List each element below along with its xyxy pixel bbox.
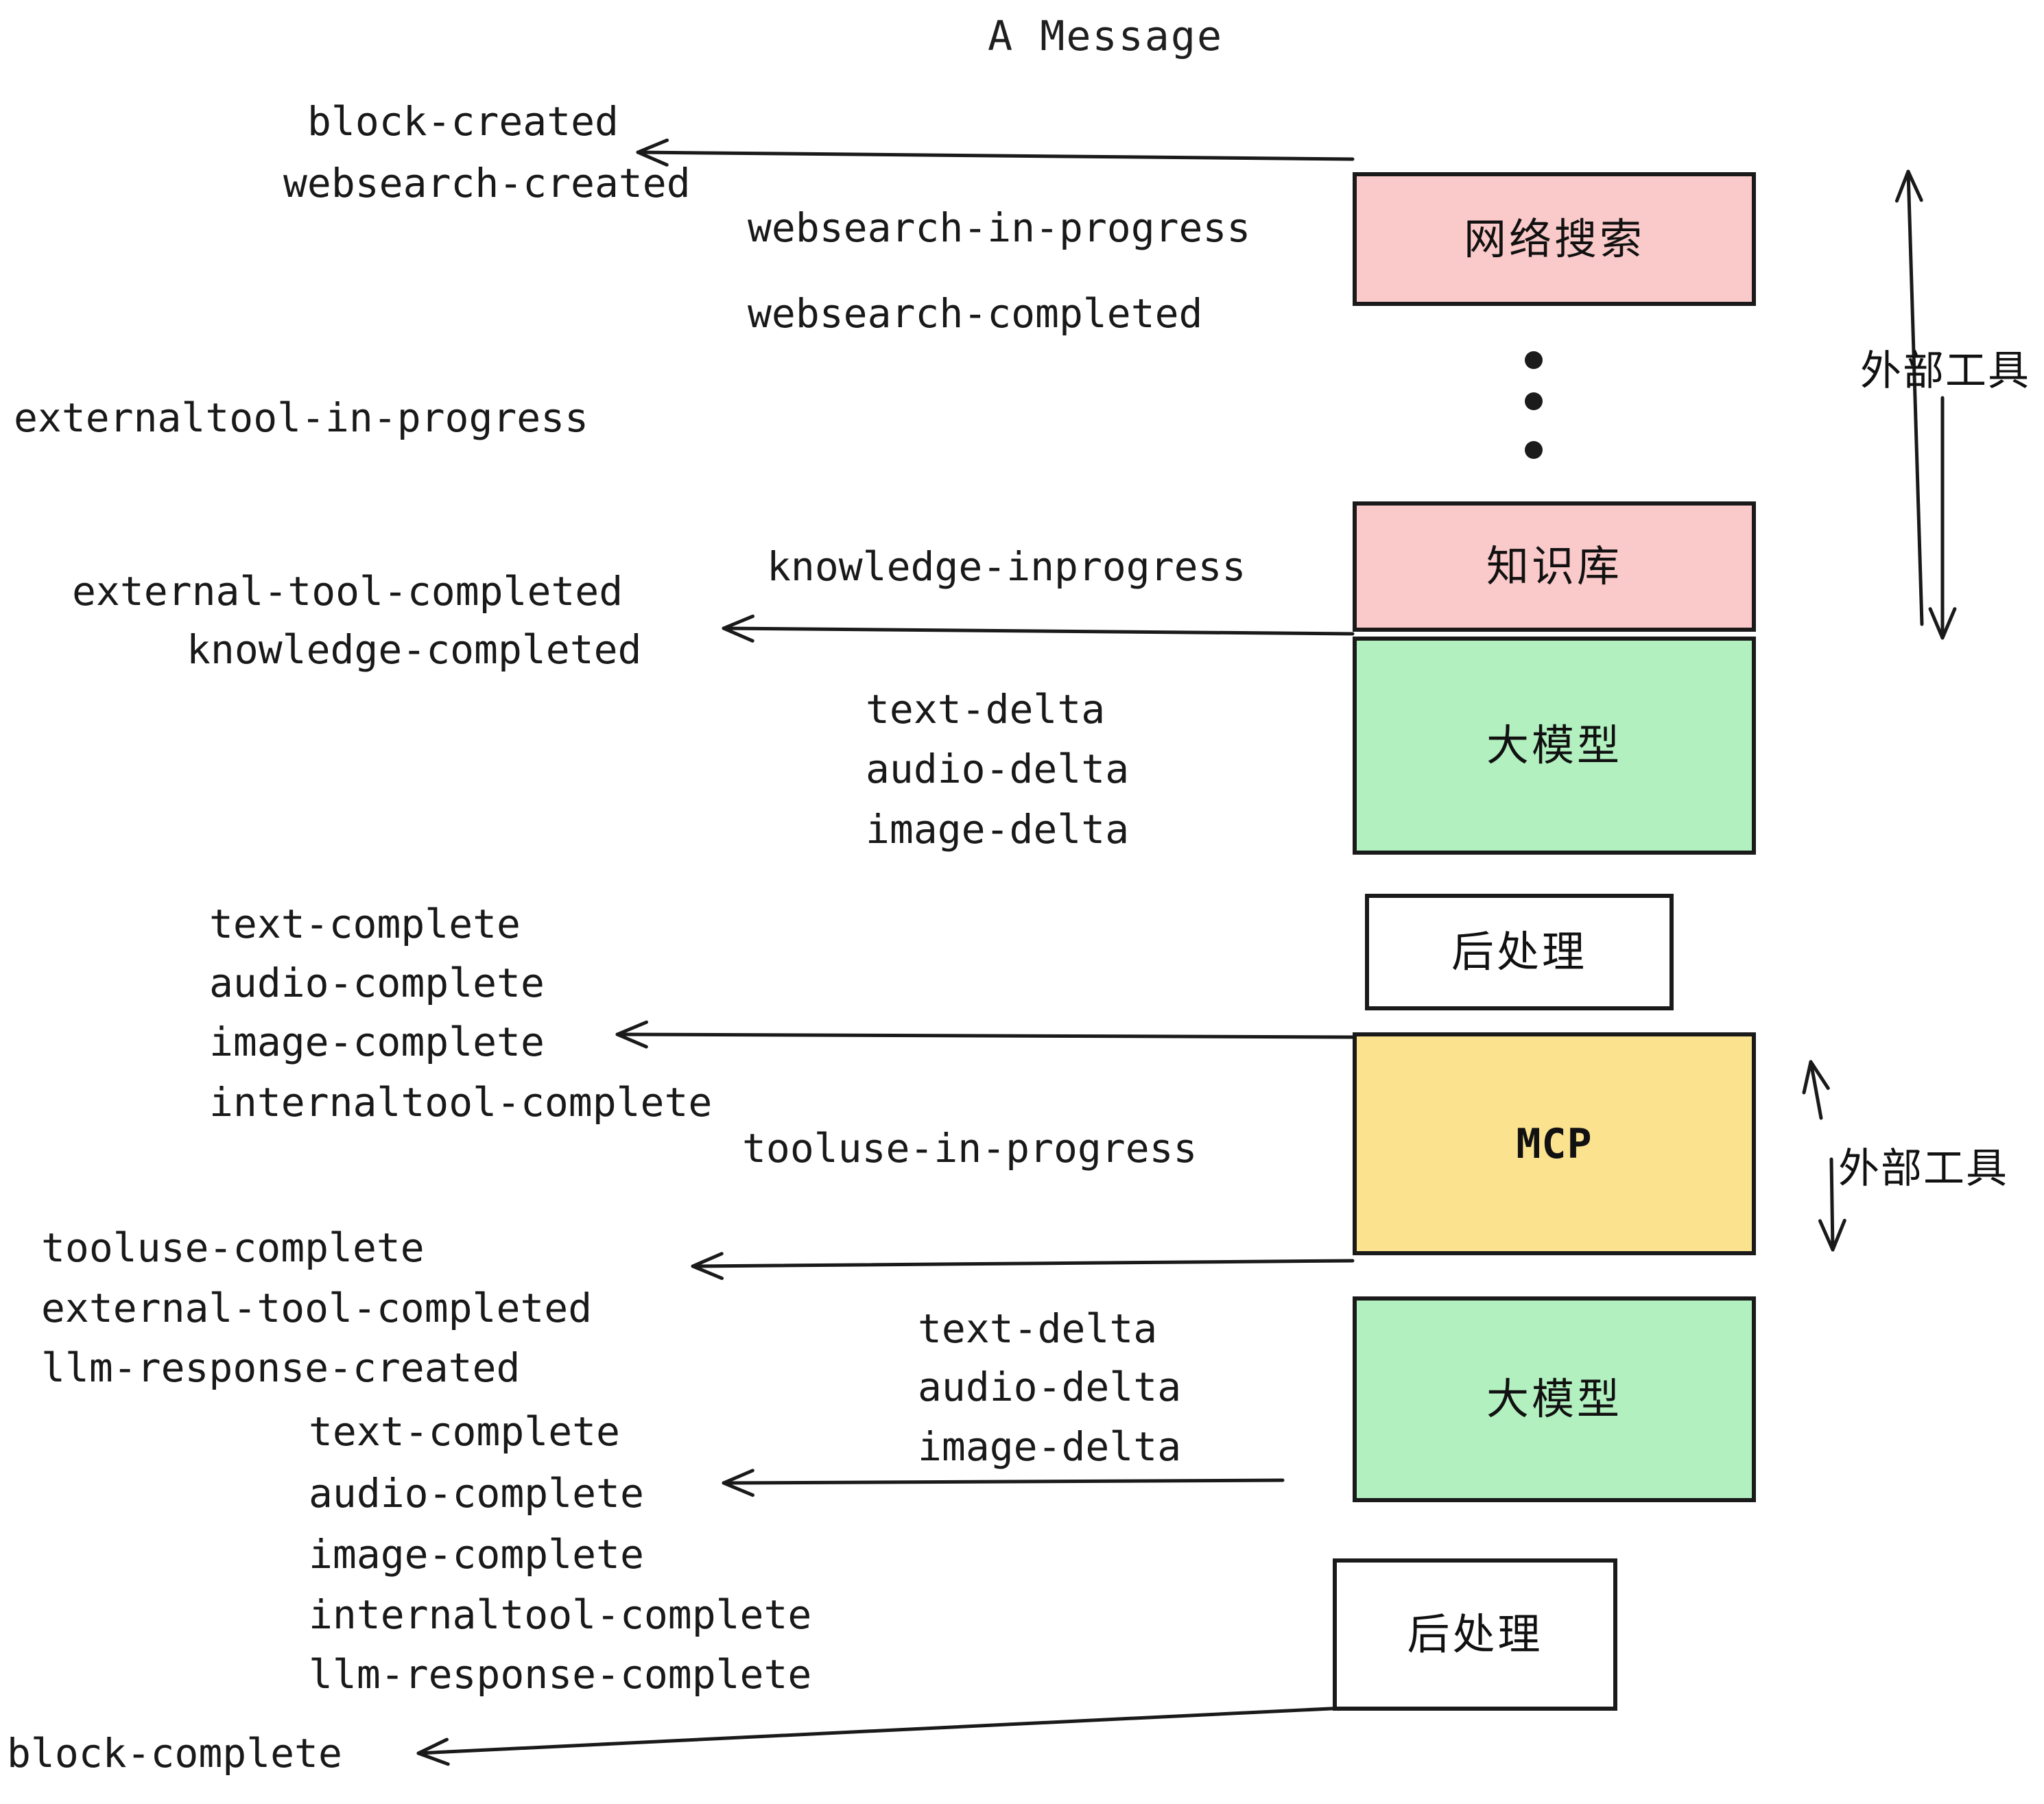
event-label-audio-complete-1: audio-complete: [209, 960, 545, 1006]
event-label-block-created: block-created: [307, 98, 619, 145]
event-label-external-tool-completed-1: external-tool-completed: [72, 568, 623, 615]
side-label-external-tool-bottom: 外部工具: [1838, 1145, 2008, 1193]
event-label-text-complete-1: text-complete: [209, 901, 521, 947]
box-label-mcp: MCP: [1516, 1119, 1593, 1168]
arrow-block-created: [636, 138, 1355, 167]
box-llm-2[interactable]: 大模型: [1353, 1296, 1756, 1502]
event-label-llm-response-complete: llm-response-complete: [309, 1651, 812, 1698]
ellipsis-dot-3: [1525, 441, 1543, 459]
event-label-internaltool-complete-1: internaltool-complete: [209, 1079, 713, 1126]
event-label-image-complete-1: image-complete: [209, 1019, 545, 1065]
event-label-llm-response-created: llm-response-created: [41, 1344, 521, 1391]
event-label-externaltool-in-progress: externaltool-in-progress: [14, 394, 589, 441]
event-label-image-complete-2: image-complete: [309, 1531, 644, 1578]
box-label-postprocess-1: 后处理: [1451, 927, 1587, 977]
box-mcp[interactable]: MCP: [1353, 1032, 1756, 1255]
arrow-ext-tool-down-top-head: [1928, 607, 1957, 640]
side-label-external-tool-top: 外部工具: [1860, 347, 2030, 395]
event-label-websearch-completed: websearch-completed: [748, 290, 1203, 337]
arrow-knowledge-completed: [722, 614, 1355, 643]
arrow-image-complete-head: [615, 1020, 648, 1049]
arrow-ext-tool-up-bot: [1802, 1060, 1830, 1120]
event-label-websearch-in-progress: websearch-in-progress: [748, 204, 1251, 251]
event-label-tooluse-in-progress: tooluse-in-progress: [742, 1125, 1198, 1172]
arrow-ext-tool-up-top-head: [1894, 169, 1923, 203]
box-postprocess-1[interactable]: 后处理: [1365, 894, 1674, 1010]
page-title: A Message: [988, 12, 1224, 60]
box-websearch[interactable]: 网络搜索: [1353, 172, 1756, 306]
box-label-postprocess-2: 后处理: [1407, 1609, 1543, 1659]
event-label-text-delta-1: text-delta: [866, 686, 1106, 733]
arrow-knowledge-completed-head: [722, 614, 755, 643]
arrow-ext-tool-down-top: [1928, 396, 1957, 640]
arrow-audio-complete: [722, 1469, 1285, 1497]
box-label-websearch: 网络搜索: [1463, 213, 1645, 264]
arrow-ext-tool-up-bot-head: [1802, 1060, 1830, 1095]
box-label-llm-1: 大模型: [1486, 720, 1622, 770]
event-label-knowledge-inprogress: knowledge-inprogress: [767, 543, 1246, 590]
event-label-audio-delta-2: audio-delta: [918, 1364, 1182, 1410]
event-label-text-delta-2: text-delta: [918, 1305, 1158, 1352]
arrow-ext-tool-down-bot-head: [1818, 1218, 1846, 1252]
event-label-text-complete-2: text-complete: [309, 1408, 620, 1455]
event-label-audio-delta-1: audio-delta: [866, 746, 1130, 792]
event-label-image-delta-1: image-delta: [866, 806, 1130, 853]
event-label-websearch-created: websearch-created: [283, 160, 691, 206]
ellipsis-dot-2: [1525, 392, 1543, 410]
arrow-image-complete: [615, 1020, 1355, 1049]
box-label-llm-2: 大模型: [1486, 1374, 1622, 1424]
event-label-audio-complete-2: audio-complete: [309, 1470, 644, 1517]
event-label-external-tool-completed-2: external-tool-completed: [41, 1285, 593, 1331]
arrow-ext-tool-up-top: [1894, 169, 1924, 626]
arrow-block-complete-head: [416, 1737, 450, 1766]
box-knowledge[interactable]: 知识库: [1353, 501, 1756, 632]
box-label-knowledge: 知识库: [1486, 541, 1622, 591]
arrow-tooluse-complete: [691, 1252, 1355, 1281]
arrow-audio-complete-head: [722, 1469, 754, 1497]
ellipsis-dot-1: [1525, 351, 1543, 369]
event-label-tooluse-complete: tooluse-complete: [41, 1224, 425, 1271]
box-llm-1[interactable]: 大模型: [1353, 637, 1756, 855]
event-label-image-delta-2: image-delta: [918, 1423, 1182, 1470]
arrow-block-complete: [416, 1706, 1346, 1766]
arrow-tooluse-complete-head: [691, 1252, 724, 1281]
event-label-block-complete: block-complete: [7, 1730, 342, 1777]
event-label-internaltool-complete-2: internaltool-complete: [309, 1591, 812, 1638]
box-postprocess-2[interactable]: 后处理: [1333, 1558, 1617, 1711]
event-label-knowledge-completed: knowledge-completed: [187, 626, 642, 673]
